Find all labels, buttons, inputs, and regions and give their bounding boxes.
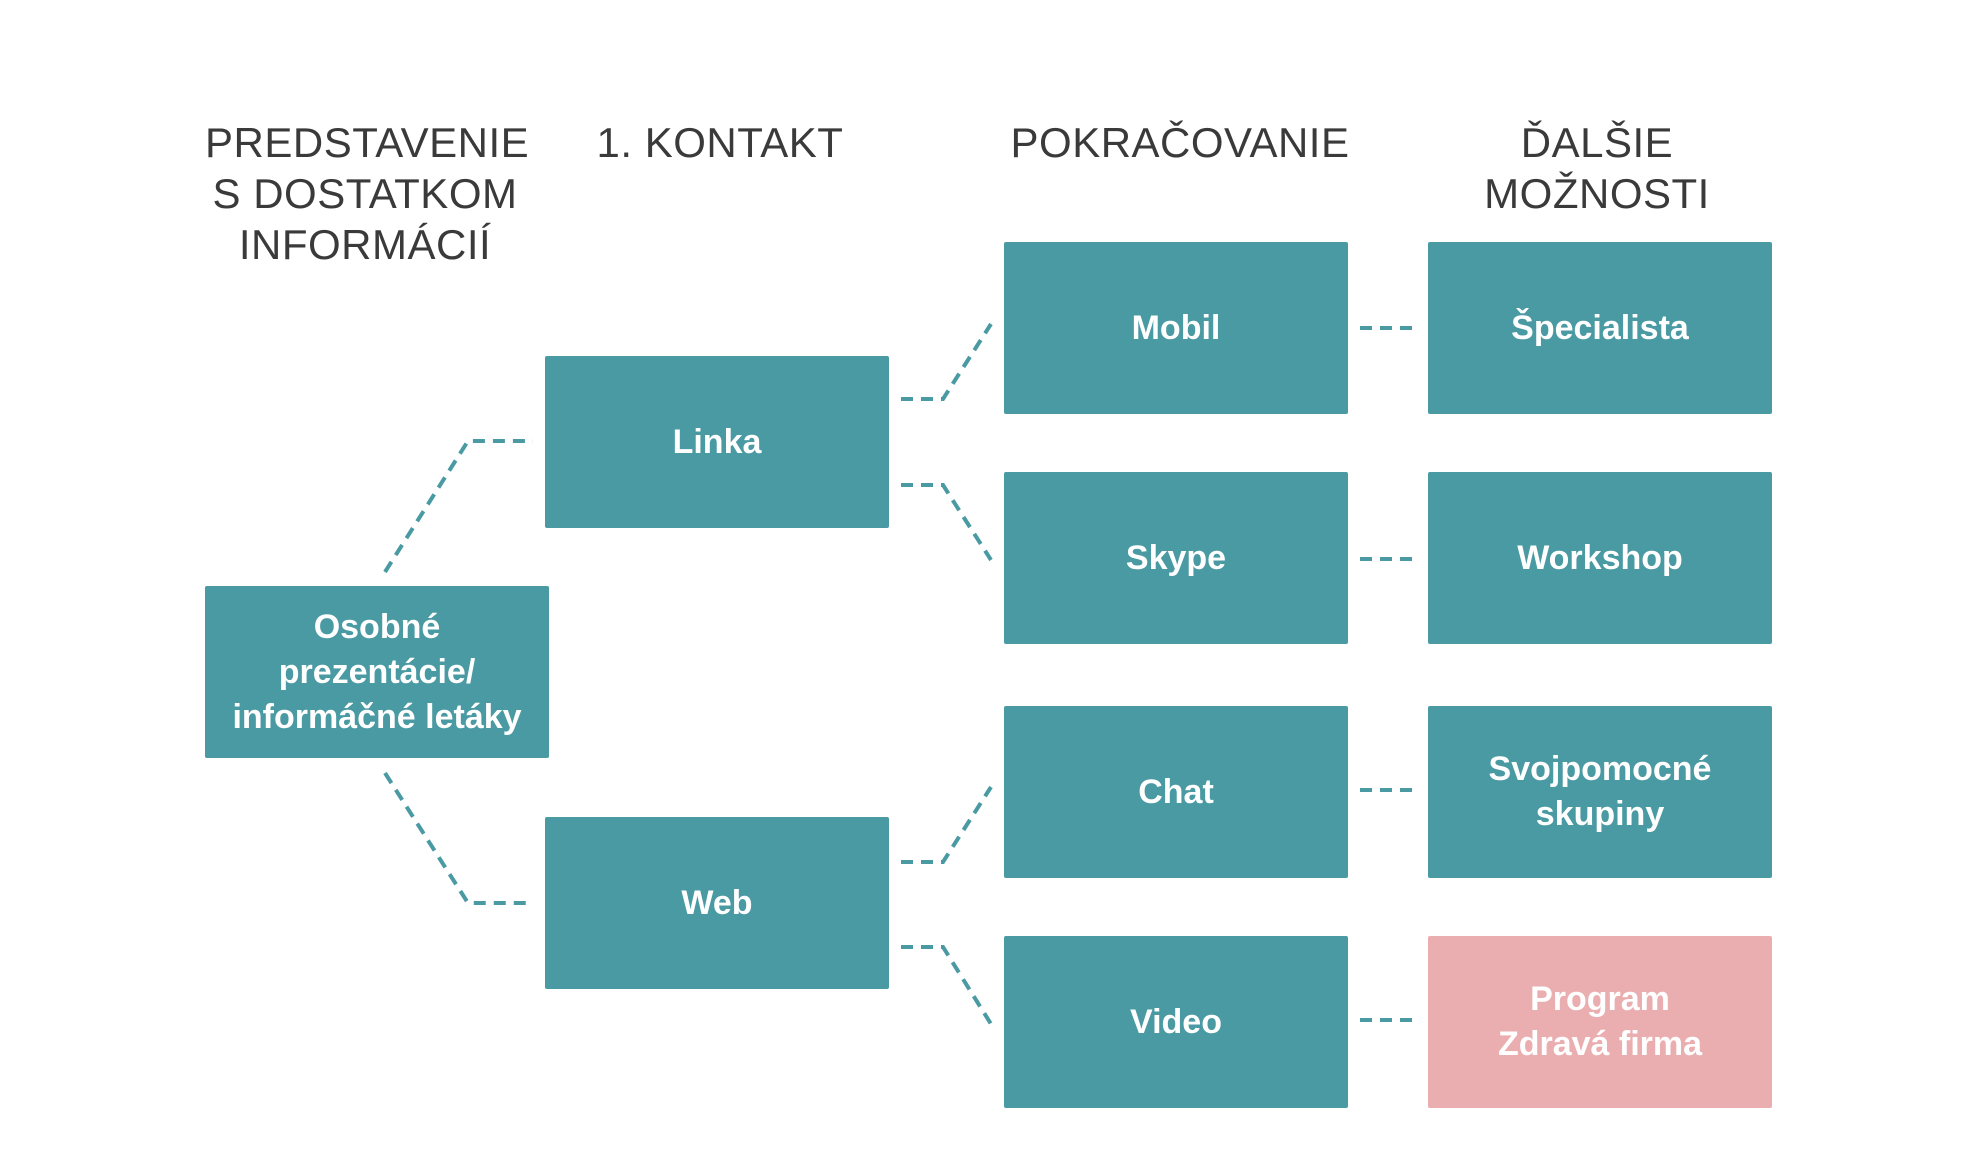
connector-web-video xyxy=(901,945,993,1026)
column-heading-pokracovanie: POKRAČOVANIE xyxy=(1010,119,1350,166)
node-chat: Chat xyxy=(1004,706,1348,878)
connector-linka-mobil xyxy=(901,322,993,401)
connector-linka-skype xyxy=(901,483,993,562)
node-svojpomocne-skupiny: Svojpomocné skupiny xyxy=(1428,706,1772,878)
node-specialista: Špecialista xyxy=(1428,242,1772,414)
node-program-zdrava-firma: Program Zdravá firma xyxy=(1428,936,1772,1108)
column-heading-prvy-kontakt: 1. KONTAKT xyxy=(596,119,844,166)
node-mobil: Mobil xyxy=(1004,242,1348,414)
node-skype: Skype xyxy=(1004,472,1348,644)
node-osobne-prezentacie: Osobné prezentácie/ informáčné letáky xyxy=(205,586,549,758)
connector-osobne-linka xyxy=(383,439,533,574)
column-heading-dalsie-moznosti: ĎALŠIE MOŽNOSTI xyxy=(1484,119,1710,217)
connector-web-chat xyxy=(901,785,993,864)
connector-osobne-web xyxy=(383,771,533,905)
node-workshop: Workshop xyxy=(1428,472,1772,644)
node-web: Web xyxy=(545,817,889,989)
node-video: Video xyxy=(1004,936,1348,1108)
node-linka: Linka xyxy=(545,356,889,528)
column-heading-predstavenie: PREDSTAVENIE S DOSTATKOM INFORMÁCIÍ xyxy=(205,119,530,268)
